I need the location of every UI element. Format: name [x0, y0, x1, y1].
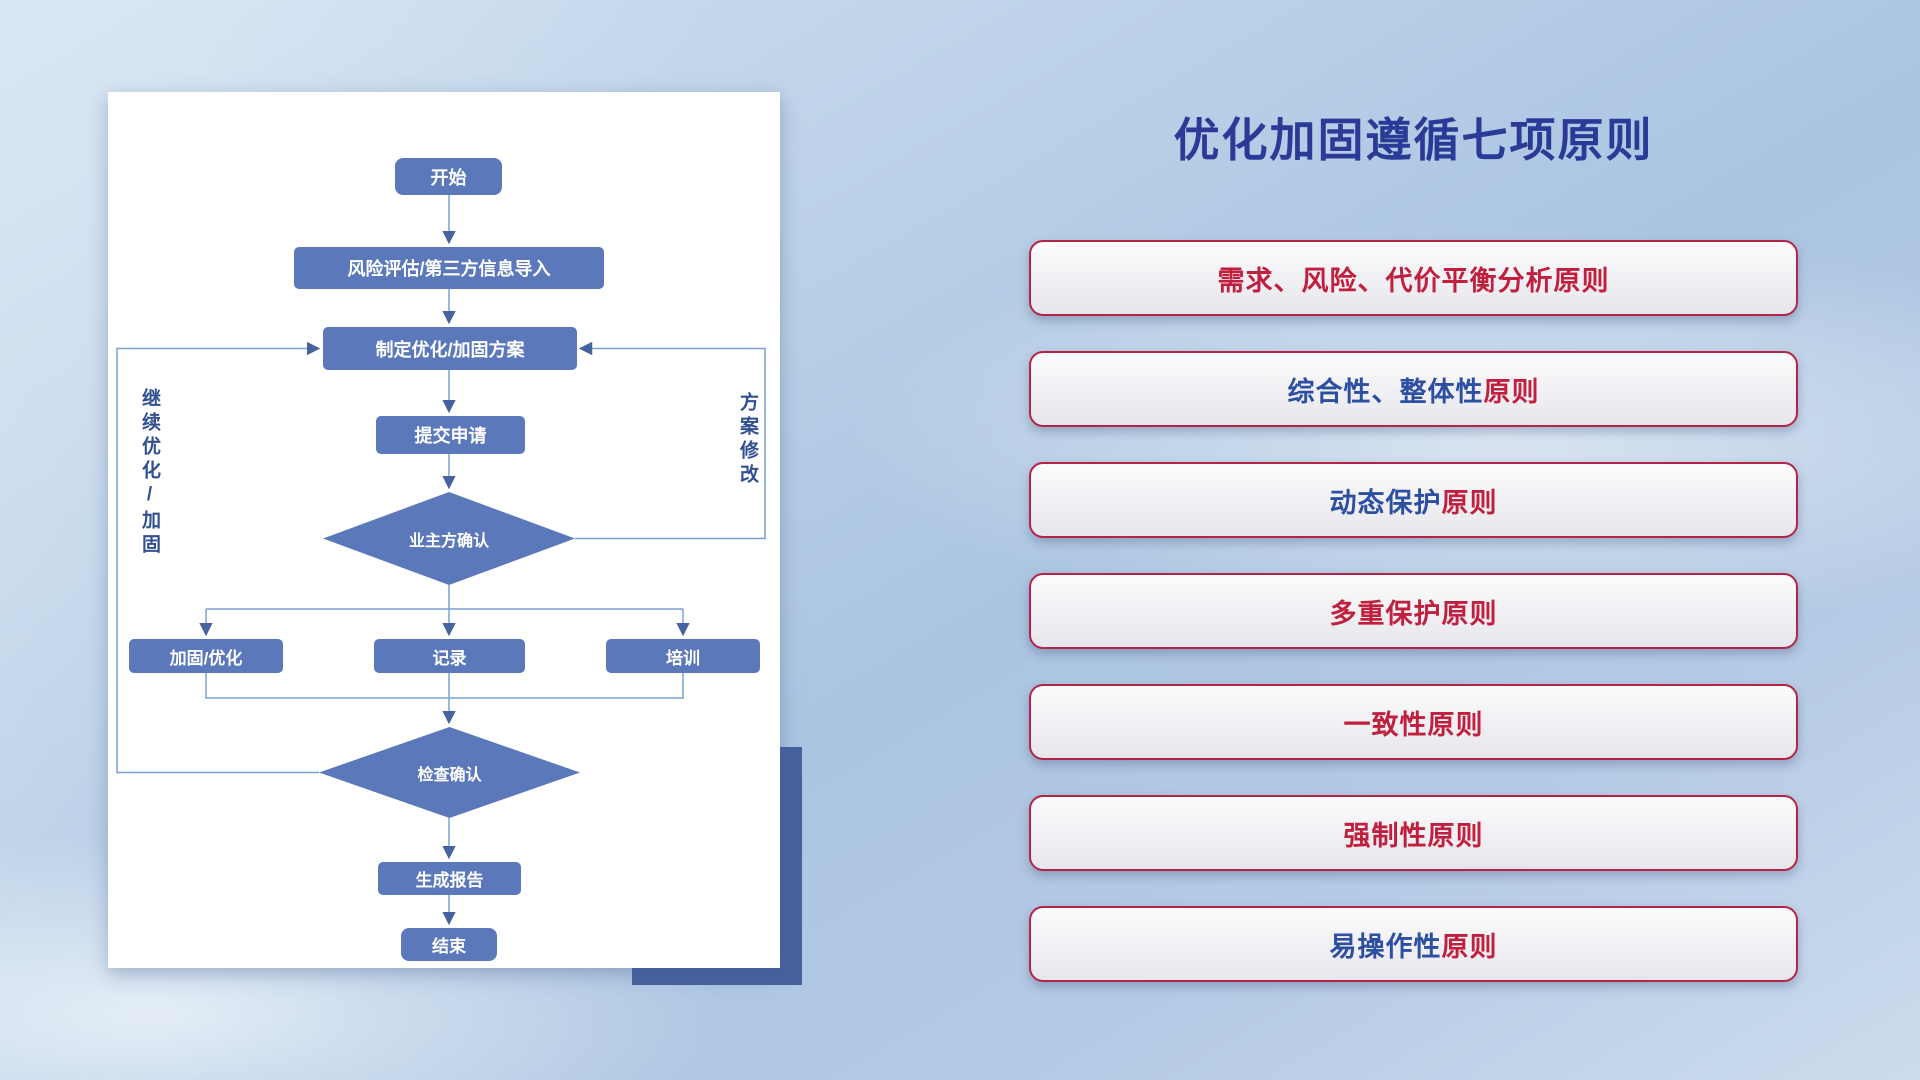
principle-box-6: 强制性原则 [1029, 795, 1798, 871]
flow-node-training: 培训 [606, 639, 760, 673]
flow-node-end: 结束 [401, 928, 497, 961]
principle-box-2: 综合性、整体性 原则 [1029, 351, 1798, 427]
flow-node-make-plan: 制定优化/加固方案 [323, 327, 577, 370]
principle-box-4: 多重保护原则 [1029, 573, 1798, 649]
principle-text-segment: 易操作性 [1329, 931, 1442, 962]
principle-text-segment: 强制性原则 [1343, 820, 1484, 851]
page-title: 优化加固遵循七项原则 [1173, 114, 1654, 166]
flow-node-start: 开始 [395, 158, 502, 195]
principle-box-1: 需求、风险、代价平衡分析原则 [1029, 240, 1798, 316]
loop-label-continue-optimize: 继续优化/加固 [139, 388, 160, 558]
principle-box-5: 一致性原则 [1029, 684, 1798, 760]
principle-text-segment: 综合性、整体性 [1287, 376, 1484, 407]
flow-node-record: 记录 [374, 639, 525, 673]
principle-text-segment: 需求、风险、代价平衡分析原则 [1217, 265, 1610, 296]
principle-box-7: 易操作性 原则 [1029, 906, 1798, 982]
flow-node-generate-report: 生成报告 [378, 862, 521, 895]
principle-text-segment: 原则 [1441, 487, 1498, 518]
principle-box-3: 动态保护 原则 [1029, 462, 1798, 538]
flowchart-connectors [116, 195, 766, 926]
principle-text-segment: 原则 [1441, 931, 1498, 962]
principles-list: 需求、风险、代价平衡分析原则 综合性、整体性 原则 动态保护 原则 多重保护原则… [1029, 240, 1798, 982]
flow-node-risk-import: 风险评估/第三方信息导入 [294, 247, 604, 289]
principle-text-segment: 原则 [1483, 376, 1540, 407]
principle-text-segment: 多重保护原则 [1329, 598, 1498, 629]
flow-node-reinforce-optimize: 加固/优化 [129, 639, 283, 673]
loop-label-plan-modify: 方案修改 [737, 392, 758, 488]
flowchart-panel: 开始 风险评估/第三方信息导入 制定优化/加固方案 提交申请 业主方确认 加固/… [108, 92, 780, 968]
principle-text-segment: 一致性原则 [1343, 709, 1484, 740]
flow-node-submit-application: 提交申请 [376, 416, 525, 454]
principle-text-segment: 动态保护 [1329, 487, 1442, 518]
